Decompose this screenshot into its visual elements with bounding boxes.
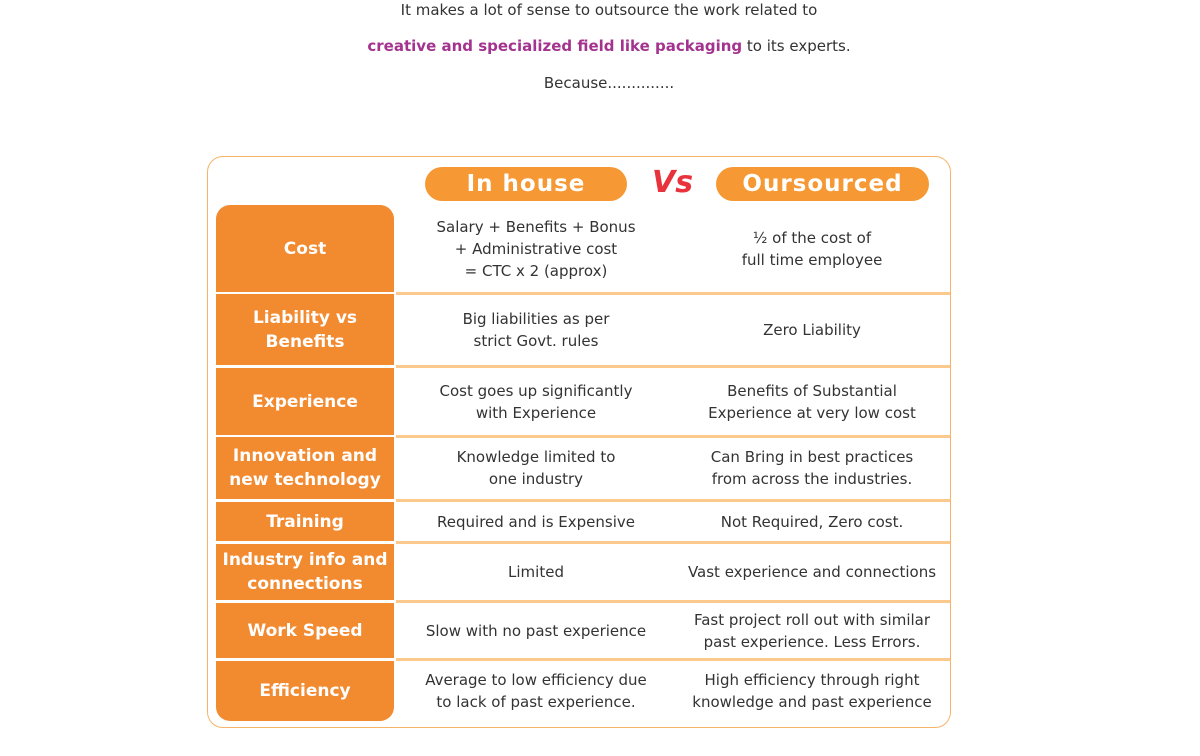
row-label: Training: [216, 502, 394, 541]
inhouse-cell: Average to low efficiency due to lack of…: [425, 671, 647, 711]
row-label: Efficiency: [216, 661, 394, 721]
intro-highlight: creative and specialized field like pack…: [367, 37, 743, 55]
row-label: Experience: [216, 368, 394, 435]
row-divider: [396, 499, 950, 502]
intro-line-1: It makes a lot of sense to outsource the…: [400, 1, 818, 19]
row-divider: [396, 435, 950, 438]
outsourced-cell: Zero Liability: [763, 320, 861, 339]
outsourced-cell: Can Bring in best practices from across …: [710, 448, 914, 488]
outsourced-cell: ½ of the cost of full time employee: [741, 228, 883, 269]
row-divider: [396, 658, 950, 661]
inhouse-cell: Knowledge limited to one industry: [456, 448, 616, 488]
intro-line-2-rest: to its experts.: [742, 37, 851, 55]
outsourced-cell: Benefits of Substantial Experience at ve…: [708, 381, 916, 422]
row-label: Cost: [216, 205, 394, 292]
inhouse-cell: Big liabilities as per strict Govt. rule…: [462, 309, 610, 350]
row-divider: [396, 600, 950, 603]
outsourced-cell: Vast experience and connections: [687, 563, 937, 581]
outsourced-cell: High efficiency through right knowledge …: [692, 671, 932, 711]
inhouse-cell: Slow with no past experience: [425, 621, 647, 640]
intro-line-3: Because..............: [543, 74, 675, 92]
row-label: Work Speed: [216, 603, 394, 658]
inhouse-cell: Required and is Expensive: [437, 512, 635, 531]
row-label: Innovation and new technology: [216, 437, 394, 499]
row-divider: [396, 365, 950, 368]
inhouse-cell: Salary + Benefits + Bonus + Administrati…: [436, 217, 636, 280]
intro-line-2: creative and specialized field like pack…: [0, 37, 1200, 55]
outsourced-header: Oursourced: [716, 167, 929, 201]
row-label: Liability vs Benefits: [216, 294, 394, 365]
outsourced-cell: Not Required, Zero cost.: [720, 512, 904, 531]
inhouse-header: In house: [425, 167, 627, 201]
inhouse-cell: Cost goes up significantly with Experien…: [439, 381, 633, 422]
row-divider: [396, 541, 950, 544]
inhouse-cell: Limited: [508, 563, 564, 581]
row-divider: [396, 292, 950, 295]
row-label: Industry info and connections: [216, 544, 394, 600]
outsourced-cell: Fast project roll out with similar past …: [693, 610, 931, 651]
comparison-table-frame: [207, 156, 951, 728]
vs-label: Vs: [652, 165, 694, 200]
